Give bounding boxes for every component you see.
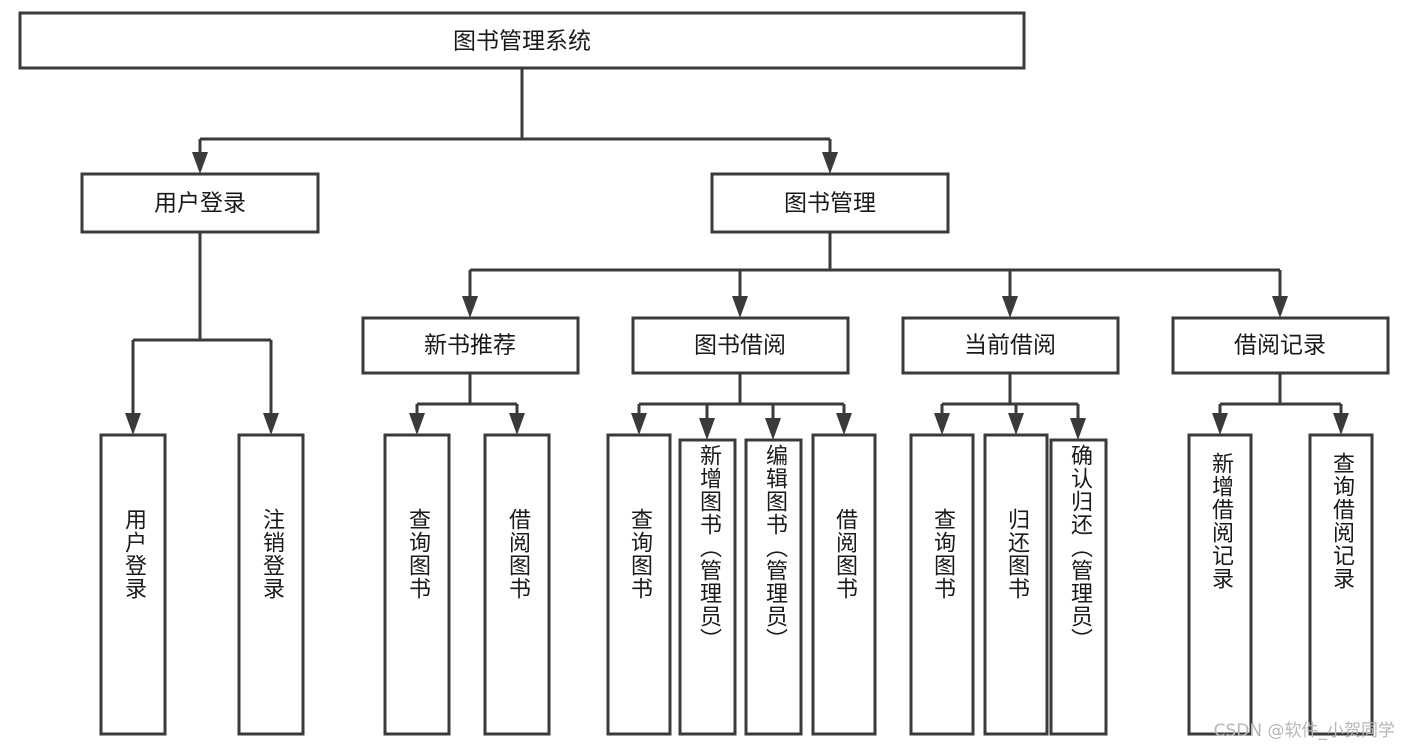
node-borrow-record-label: 借阅记录	[1234, 333, 1326, 359]
edge-new-book-recommend-bus	[415, 373, 519, 421]
edge-book-manage-bus	[468, 232, 1282, 304]
node-leaf-borrow-book-b-box[interactable]	[811, 433, 877, 736]
node-leaf-logout-login-box[interactable]	[237, 433, 305, 736]
node-leaf-query-book-a-box[interactable]	[383, 433, 451, 736]
node-leaf-edit-book-box[interactable]	[744, 438, 803, 736]
node-layer: 图书管理系统 用户登录 图书管理 新书推荐 图书借阅 当前	[18, 11, 1390, 736]
arrow-to-current-borrow	[1002, 296, 1018, 318]
edge-borrow-record-bus	[1218, 373, 1343, 421]
edge-current-borrow-bus	[940, 373, 1080, 426]
edge-user-login-bus	[131, 232, 273, 421]
edge-root-bus	[198, 68, 832, 160]
node-new-book-recommend-label: 新书推荐	[424, 333, 516, 359]
node-current-borrow-box[interactable]	[901, 316, 1120, 375]
node-user-login-label: 用户登录	[154, 191, 246, 217]
node-leaf-user-login-box[interactable]	[99, 433, 167, 736]
node-new-book-recommend[interactable]: 新书推荐	[361, 316, 580, 375]
arrow-to-new-book-recommend	[462, 296, 478, 318]
arrow-to-leaf-borrow-book-a	[509, 413, 525, 435]
arrow-to-borrow-record	[1272, 296, 1288, 318]
arrow-to-leaf-query-book-b	[631, 413, 647, 435]
node-root-box[interactable]	[18, 11, 1026, 70]
arrow-to-leaf-query-book-c	[934, 413, 950, 435]
arrow-to-leaf-edit-book	[765, 418, 781, 440]
node-borrow-record-box[interactable]	[1171, 316, 1390, 375]
node-book-borrow-label: 图书借阅	[694, 333, 786, 359]
node-current-borrow-label: 当前借阅	[964, 333, 1056, 359]
node-book-manage-label: 图书管理	[784, 191, 876, 217]
node-leaf-confirm-return-box[interactable]	[1049, 438, 1108, 736]
arrow-to-leaf-confirm-return	[1070, 418, 1086, 440]
arrow-to-leaf-logout-login	[263, 413, 279, 435]
node-leaf-query-book-c-box[interactable]	[909, 433, 975, 736]
node-current-borrow[interactable]: 当前借阅	[901, 316, 1120, 375]
arrow-to-leaf-add-record	[1212, 413, 1228, 435]
node-leaf-query-book-b-box[interactable]	[606, 433, 672, 736]
arrow-to-book-borrow	[732, 296, 748, 318]
edge-book-borrow-bus	[637, 373, 846, 426]
arrow-to-book-manage	[822, 152, 838, 174]
node-user-login-box[interactable]	[80, 172, 320, 234]
arrow-to-leaf-query-record	[1333, 413, 1349, 435]
node-user-login[interactable]: 用户登录	[80, 172, 320, 234]
node-book-borrow[interactable]: 图书借阅	[631, 316, 850, 375]
node-book-borrow-box[interactable]	[631, 316, 850, 375]
node-new-book-recommend-box[interactable]	[361, 316, 580, 375]
connector-layer	[125, 68, 1349, 440]
node-book-manage-box[interactable]	[710, 172, 950, 234]
node-root[interactable]: 图书管理系统	[18, 11, 1026, 70]
arrow-to-leaf-user-login	[125, 413, 141, 435]
arrow-to-leaf-return-book	[1008, 413, 1024, 435]
node-leaf-borrow-book-a-box[interactable]	[483, 433, 551, 736]
node-borrow-record[interactable]: 借阅记录	[1171, 316, 1390, 375]
node-leaf-add-record-box[interactable]	[1187, 433, 1253, 736]
arrow-to-user-login	[192, 152, 208, 174]
node-leaf-return-book-box[interactable]	[983, 433, 1049, 736]
arrow-to-leaf-borrow-book-b	[836, 413, 852, 435]
node-leaf-add-book-box[interactable]	[678, 438, 737, 736]
node-book-manage[interactable]: 图书管理	[710, 172, 950, 234]
arrow-to-leaf-add-book	[699, 418, 715, 440]
node-root-label: 图书管理系统	[453, 29, 591, 55]
node-leaf-query-record-box[interactable]	[1308, 433, 1374, 736]
arrow-to-leaf-query-book-a	[409, 413, 425, 435]
csdn-watermark: CSDN @软件_小贺同学	[1213, 721, 1395, 741]
